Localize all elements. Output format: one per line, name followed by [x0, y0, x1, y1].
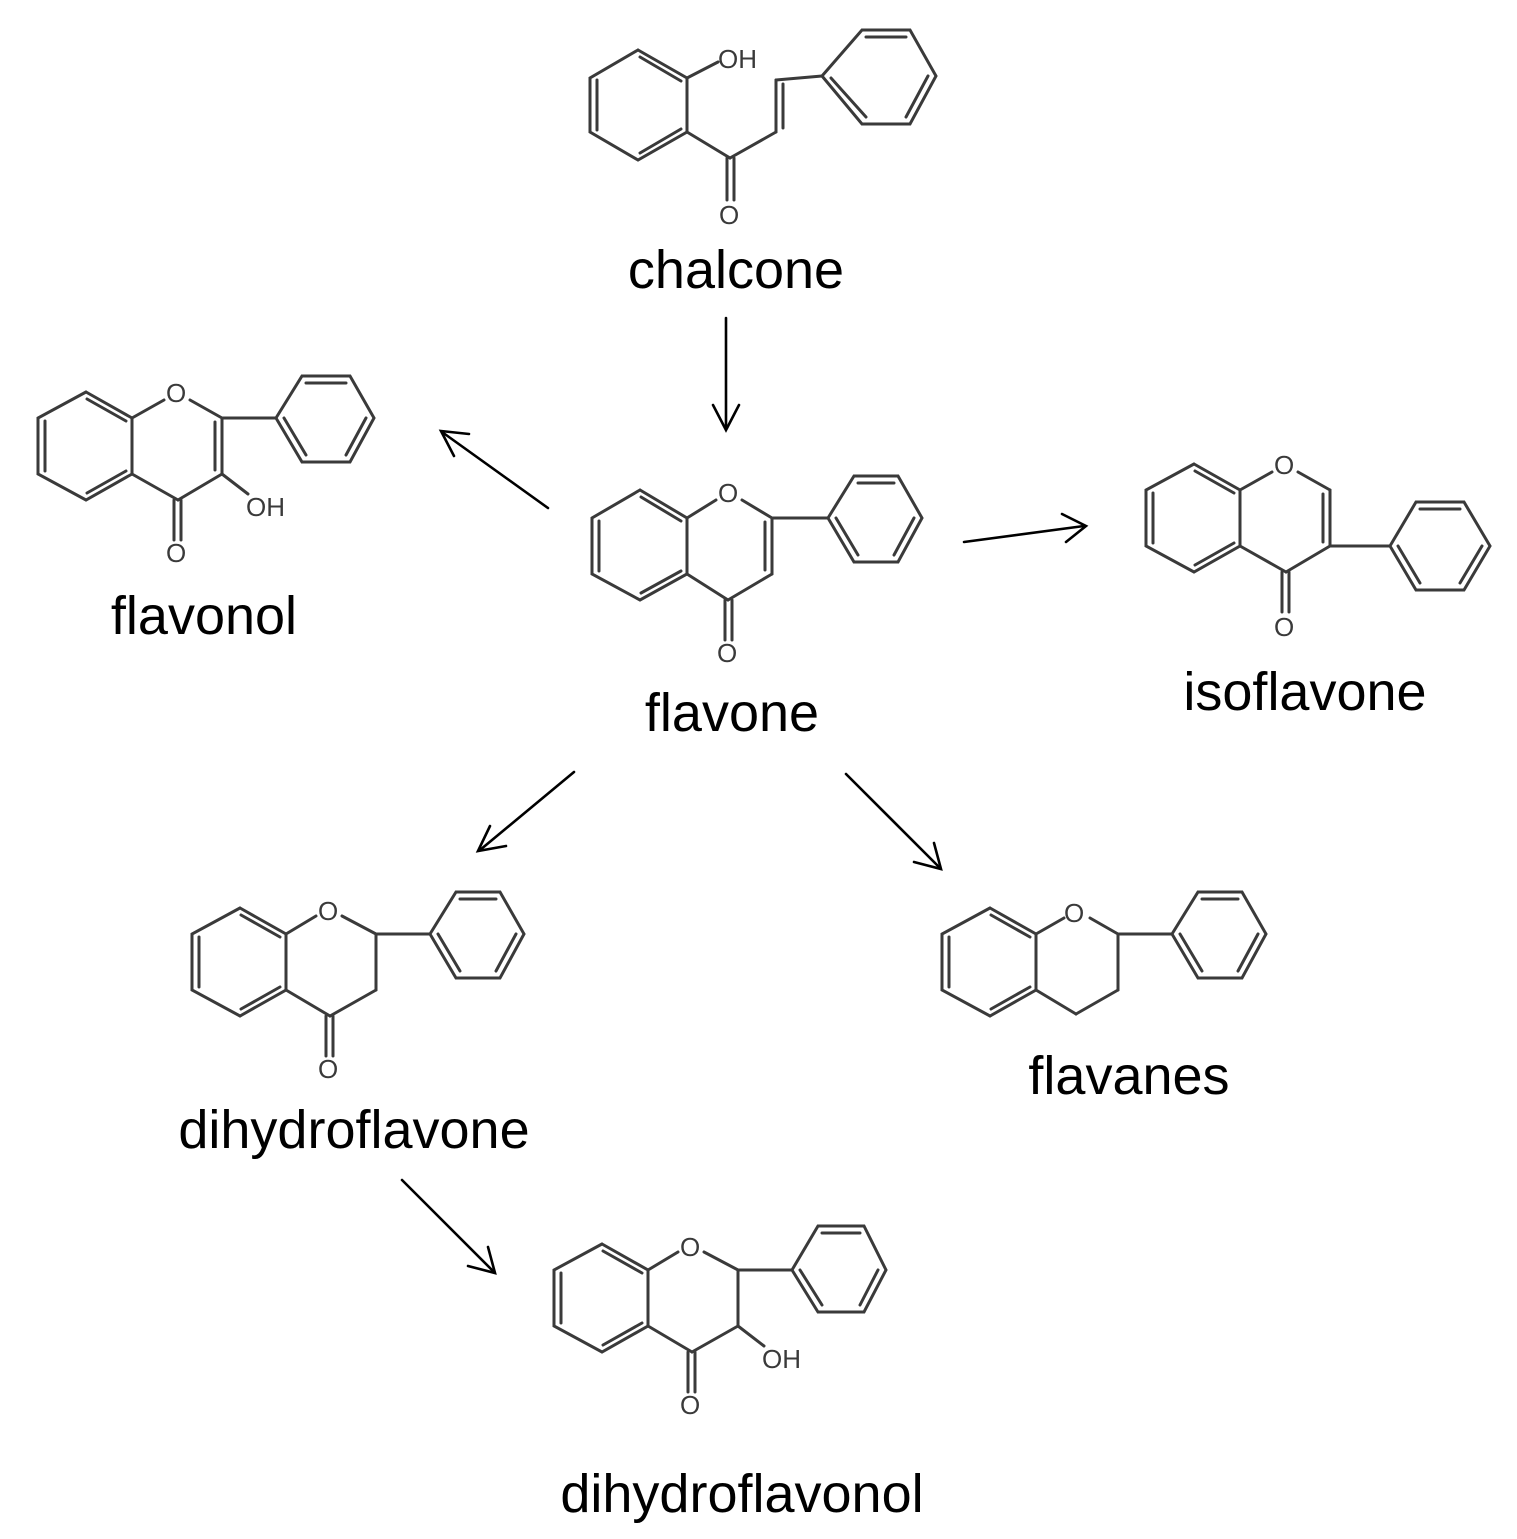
label-flavanes: flavanes [1028, 1046, 1229, 1106]
structure-dihydroflavonol: O O OH [552, 1224, 888, 1420]
label-dihydroflavonol: dihydroflavonol [560, 1464, 923, 1524]
arrow-chalcone-to-flavone [711, 316, 741, 433]
atom-ring-o-label: O [718, 478, 738, 508]
structure-flavonol: O O OH [36, 374, 376, 568]
atom-carbonyl-o-label: O [680, 1390, 700, 1420]
atom-oh-label: OH [246, 492, 285, 522]
atom-ring-o-label: O [318, 896, 338, 926]
label-dihydroflavone: dihydroflavone [178, 1100, 529, 1160]
atom-oh-label: OH [762, 1344, 801, 1374]
atom-ring-o-label: O [680, 1232, 700, 1262]
label-flavonol: flavonol [111, 586, 297, 646]
structure-dihydroflavone: O O [190, 890, 526, 1084]
atom-carbonyl-o-label: O [717, 638, 737, 668]
atom-ring-o-label: O [1064, 898, 1084, 928]
atom-carbonyl-o-label: O [1274, 612, 1294, 642]
atom-ring-o-label: O [1274, 450, 1294, 480]
arrow-flavone-to-flavanes [844, 772, 943, 871]
atom-ring-o-label: O [166, 378, 186, 408]
atom-carbonyl-o-label: O [318, 1054, 338, 1084]
label-flavone: flavone [645, 683, 819, 743]
arrow-dihydroflavone-to-dihydroflavonol [400, 1178, 497, 1275]
arrow-flavone-to-dihydroflavone [475, 770, 576, 853]
label-isoflavone: isoflavone [1183, 662, 1426, 722]
atom-oh-label: OH [718, 44, 757, 74]
label-chalcone: chalcone [628, 240, 844, 300]
structure-isoflavone: O O [1144, 450, 1492, 642]
arrow-flavone-to-isoflavone [962, 512, 1089, 544]
structure-chalcone: OH O [588, 28, 938, 230]
arrow-flavone-to-flavonol [438, 429, 550, 510]
structure-flavone: O O [590, 474, 924, 668]
atom-o-label: O [719, 200, 739, 230]
atom-carbonyl-o-label: O [166, 538, 186, 568]
structure-flavanes: O [940, 890, 1268, 1018]
